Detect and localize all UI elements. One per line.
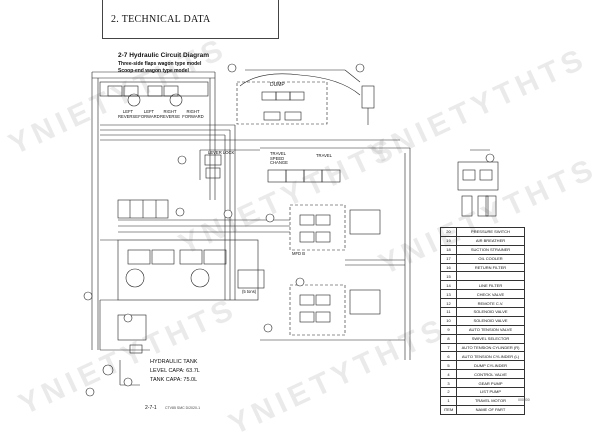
label-right-forward: RIGHT FORWARD	[182, 109, 204, 119]
legend-part-name	[456, 271, 525, 282]
section-header: 2. TECHNICAL DATA	[102, 0, 279, 39]
legend-part-name: CONTROL VALVE	[456, 369, 525, 380]
legend-item-number: 5	[440, 360, 457, 371]
diagram-title: 2-7 Hydraulic Circuit Diagram	[118, 52, 210, 59]
legend-item-number: 15	[440, 271, 457, 282]
page-number: 2-7-1	[145, 405, 157, 411]
legend-item-number: 11	[440, 307, 457, 317]
label-travel: TRAVEL	[316, 153, 332, 158]
diagram-subtitle-1: Three-side flaps wagon type model	[118, 61, 202, 67]
legend-row: 15	[440, 271, 525, 282]
legend-item-number: 4	[440, 369, 457, 380]
legend-item-number: ITEM	[440, 404, 457, 415]
legend-item-number: 18	[440, 244, 457, 255]
legend-part-name: NAME OF PART	[456, 404, 525, 415]
legend-item-number: 8	[440, 333, 457, 344]
label-left-reverse: LEFT REVERSE	[118, 109, 139, 119]
legend-item-number: 17	[440, 253, 457, 264]
legend-part-name: LINE FILTER	[456, 280, 525, 291]
legend-item-number: 20	[440, 227, 457, 237]
legend-part-name: RETURN FILTER	[456, 262, 525, 273]
tank-level-capa: LEVEL CAPA: 63.7L	[150, 368, 200, 374]
legend-part-name: SOLENOID VALVE	[456, 307, 525, 317]
tank-info: HYDRAULIC TANK LEVEL CAPA: 63.7L TANK CA…	[150, 358, 200, 385]
legend-item-number: 1	[440, 395, 457, 406]
legend-item-number: 7	[440, 342, 457, 353]
legend-part-name: SUCTION STRAINER	[456, 244, 525, 255]
legend-item-number: 10	[440, 315, 457, 326]
legend-item-number: 3	[440, 378, 457, 389]
legend-item-number: 19	[440, 235, 457, 246]
label-left-forward: LEFT FORWARD	[138, 109, 160, 119]
legend-part-name: LIST PUMP	[456, 387, 525, 397]
section-title: 2. TECHNICAL DATA	[111, 14, 211, 25]
legend-item-number: 13	[440, 289, 457, 300]
legend-part-name: SWIVEL SELECTOR	[456, 333, 525, 344]
legend-item-number: 9	[440, 324, 457, 335]
legend-part-name: REMOTE C.V.	[456, 298, 525, 309]
legend-part-name: AUTO TENSION VALVE	[456, 324, 525, 335]
label-right-reverse: RIGHT REVERSE	[160, 109, 181, 119]
label-travel-speed-change: TRAVEL SPEED CHANGE	[270, 151, 288, 166]
legend-item-number: 16	[440, 262, 457, 273]
legend-part-name: AUTO TENSION CYLINDER (L)	[456, 351, 525, 362]
legend-part-name: PRESSURE SWITCH	[456, 227, 525, 237]
diagram-subtitle-2: Scoop-end wagon type model	[118, 68, 189, 74]
tank-capa: TANK CAPA: 75.0L	[150, 377, 198, 383]
tank-title: HYDRAULIC TANK	[150, 359, 198, 365]
legend-item-number: 6	[440, 351, 457, 362]
legend-item-number: 12	[440, 298, 457, 309]
legend-item-number: 14	[440, 280, 457, 291]
document-id: CTV85 SMC D/2020-1	[165, 406, 201, 410]
legend-item-number: 2	[440, 387, 457, 397]
legend-part-name: AIR BREATHER	[456, 235, 525, 246]
legend-part-name: AUTO TENSION CYLINDER (R)	[456, 342, 525, 353]
corner-code: 000000	[518, 398, 530, 402]
legend-part-name: OIL COOLER	[456, 253, 525, 264]
label-dump: DUMP	[270, 82, 285, 88]
label-pos-3: (5 tons)	[242, 289, 257, 294]
hydraulic-circuit-schematic	[83, 63, 499, 397]
legend-part-name: SOLENOID VALVE	[456, 315, 525, 326]
label-mfd-b: MFD B	[292, 251, 306, 256]
legend-part-name: CHECK VALVE	[456, 289, 525, 300]
legend-part-name: GEAR PUMP	[456, 378, 525, 389]
legend-part-name: DUMP CYLINDER	[456, 360, 525, 371]
label-lever-lock: LEVER LOCK	[208, 150, 235, 155]
legend-part-name: TRAVEL MOTOR	[456, 395, 525, 406]
